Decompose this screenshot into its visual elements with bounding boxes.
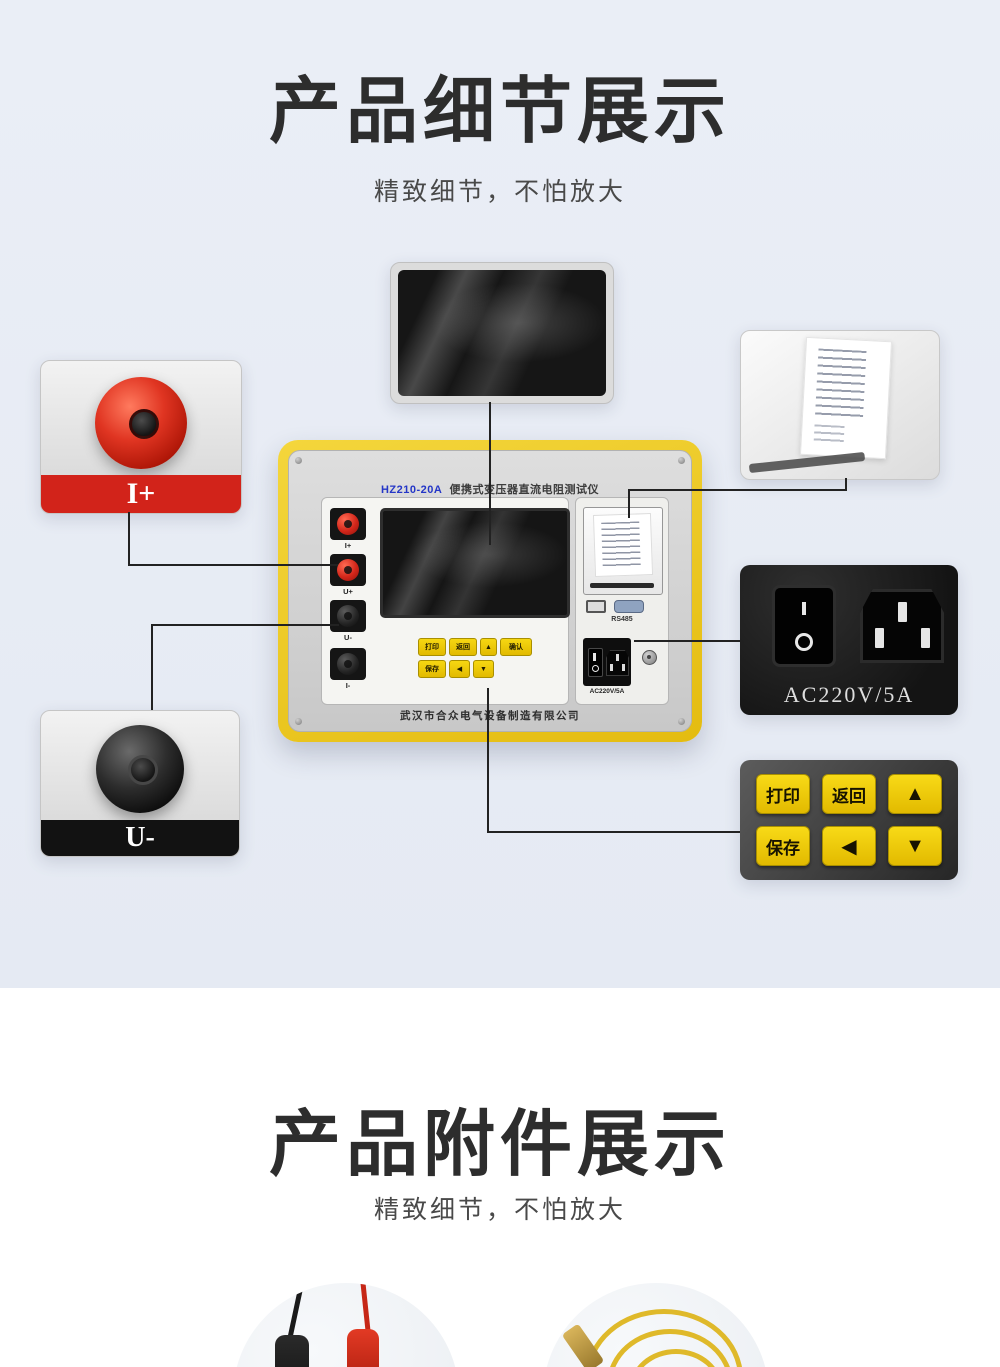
lcd-screen-photo (398, 270, 606, 396)
key-up-icon: ▲ (888, 774, 942, 814)
terminal-socket (330, 554, 366, 586)
power-inlet-icon (606, 650, 629, 676)
terminal-label: U- (344, 633, 352, 642)
connector-line-socket (634, 640, 740, 642)
connector-line-printer-v2 (628, 489, 630, 518)
device-main-panel: I+ U+ U- I- 打印 返回 (321, 497, 570, 705)
screw-icon (678, 457, 685, 464)
connector-line-keypad-vertical (487, 688, 489, 833)
black-knob-icon (337, 653, 359, 675)
company-name: 武汉市合众电气设备制造有限公司 (400, 710, 580, 722)
terminal-hole (128, 755, 158, 785)
callout-lcd-closeup (390, 262, 614, 404)
key-back: 返回 (449, 638, 477, 656)
connector-line-iplus-horizontal (128, 564, 338, 566)
key-down-icon: ▼ (473, 660, 494, 678)
key-save: 保存 (756, 826, 810, 866)
power-inlet (860, 589, 944, 663)
switch-off-mark-icon (795, 633, 813, 651)
key-back: 返回 (822, 774, 876, 814)
printed-text-lines (601, 521, 641, 567)
screw-icon (295, 718, 302, 725)
key-down-icon: ▼ (888, 826, 942, 866)
key-save: 保存 (418, 660, 446, 678)
rs485-label: RS485 (611, 616, 633, 623)
printer-paper-photo (799, 336, 893, 460)
callout-keypad-closeup: 打印 返回 ▲ 保存 ◀ ▼ (740, 760, 958, 880)
device-lcd-screen (380, 508, 570, 618)
key-left-icon: ◀ (822, 826, 876, 866)
key-confirm: 确认 (500, 638, 532, 656)
terminal-label: U+ (343, 587, 353, 596)
device-power-socket (583, 638, 631, 686)
connector-line-uminus-vertical (151, 625, 153, 710)
red-knob-icon (337, 513, 359, 535)
keypad-row-1: 打印 返回 ▲ 确认 (418, 638, 538, 656)
red-knob-icon (337, 559, 359, 581)
device-face: HZ210-20A 便携式变压器直流电阻测试仪 I+ U+ U- (288, 450, 692, 732)
callout-printer-closeup (740, 330, 940, 480)
callout-terminal-iplus: I+ (40, 360, 242, 514)
printer-slot (590, 583, 654, 588)
device-title: HZ210-20A 便携式变压器直流电阻测试仪 (289, 481, 691, 497)
accessory-photo-test-cables (543, 1283, 769, 1367)
switch-on-mark-icon (802, 602, 806, 615)
terminal-u-plus: U+ (330, 554, 366, 596)
black-clamp (275, 1335, 309, 1367)
device-right-panel: RS485 AC220V/5A (575, 497, 669, 705)
connector-line-printer-horizontal (628, 489, 847, 491)
connector-line-keypad-horizontal (487, 831, 740, 833)
iplus-band: I+ (41, 475, 241, 513)
device-name: 便携式变压器直流电阻测试仪 (449, 484, 599, 496)
terminal-u-minus: U- (330, 600, 366, 642)
connector-line-lcd (489, 402, 491, 545)
connector-line-uminus-horizontal (151, 624, 339, 626)
iplus-label: I+ (126, 477, 156, 510)
terminal-socket (330, 508, 366, 540)
device-printer (583, 507, 663, 595)
terminal-i-plus: I+ (330, 508, 366, 550)
details-section-subtitle: 精致细节，不怕放大 (373, 178, 626, 206)
terminal-hole (129, 409, 159, 439)
power-switch-icon (588, 648, 603, 677)
key-left-icon: ◀ (449, 660, 470, 678)
uminus-label: U- (125, 822, 155, 853)
terminal-i-minus: I- (330, 648, 366, 690)
device-model: HZ210-20A (380, 484, 442, 496)
rs485-port-icon (614, 600, 644, 613)
key-print: 打印 (418, 638, 446, 656)
accessory-photo-test-clamps (233, 1283, 459, 1367)
screw-icon (678, 718, 685, 725)
terminal-label: I- (345, 681, 351, 690)
device-keypad: 打印 返回 ▲ 确认 保存 ◀ ▼ (418, 638, 538, 682)
details-section-title: 产品细节展示 (268, 72, 731, 152)
screw-icon (295, 457, 302, 464)
terminal-label: I+ (344, 541, 352, 550)
uminus-band: U- (41, 820, 239, 856)
power-label: AC220V/5A (589, 688, 625, 695)
callout-terminal-uminus: U- (40, 710, 240, 857)
key-up-icon: ▲ (480, 638, 497, 656)
accessories-section-subtitle: 精致细节，不怕放大 (373, 1196, 626, 1224)
terminal-socket (330, 600, 366, 632)
terminal-socket (330, 648, 366, 680)
printer-slot (748, 451, 866, 474)
red-clamp (347, 1329, 379, 1367)
black-terminal-knob (96, 725, 184, 813)
black-knob-icon (337, 605, 359, 627)
printer-paper (592, 513, 654, 577)
accessories-section-title: 产品附件展示 (268, 1105, 731, 1185)
printed-text-lines (814, 348, 867, 419)
connector-line-printer-v1 (845, 478, 847, 491)
keypad-row-2: 保存 ◀ ▼ (418, 660, 538, 678)
callout-power-socket: AC220V/5A (740, 565, 958, 715)
red-terminal-knob (95, 377, 187, 469)
printed-text-lines (813, 424, 845, 444)
usb-port-icon (586, 600, 606, 613)
connector-line-iplus-vertical (128, 512, 130, 566)
ground-screw-icon (642, 650, 657, 665)
power-switch (772, 585, 836, 667)
key-print: 打印 (756, 774, 810, 814)
socket-label: AC220V/5A (783, 682, 915, 707)
